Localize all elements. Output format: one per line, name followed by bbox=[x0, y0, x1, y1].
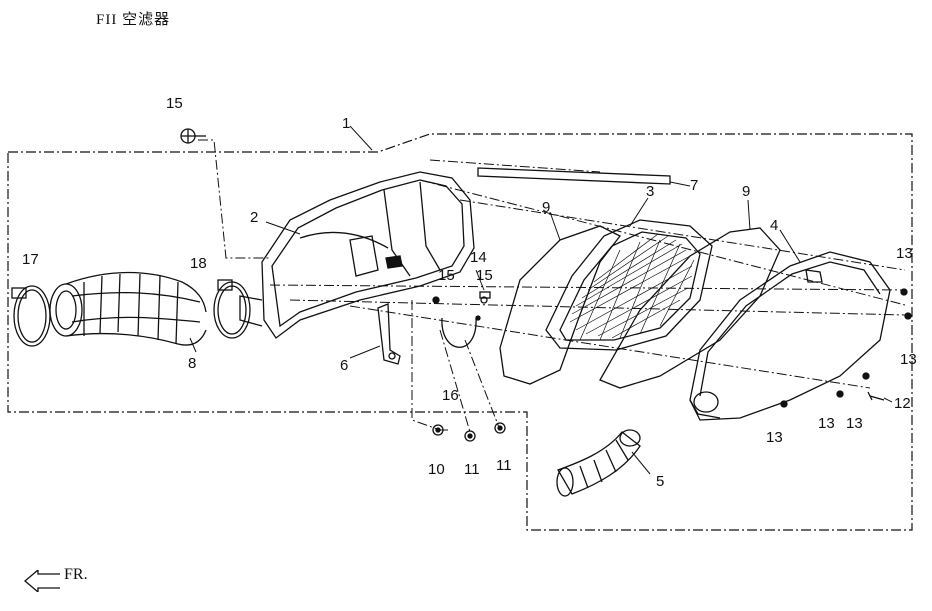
label-part-15-mid-b: 15 bbox=[476, 267, 493, 284]
part-18-hose-clamp bbox=[213, 279, 251, 339]
diagram-title: FII 空滤器 bbox=[96, 12, 171, 28]
label-part-15-top: 15 bbox=[166, 95, 183, 112]
assembly-boundary bbox=[7, 133, 913, 531]
label-part-10: 10 bbox=[428, 461, 445, 478]
part-17-hose-clamp bbox=[11, 285, 51, 347]
label-part-15-mid-a: 15 bbox=[438, 267, 455, 284]
label-part-12: 12 bbox=[894, 395, 911, 412]
part-2-cleaner-case bbox=[239, 171, 475, 339]
label-part-2: 2 bbox=[250, 209, 258, 226]
center-lines bbox=[198, 139, 906, 433]
label-part-13-a: 13 bbox=[896, 245, 913, 262]
small-fasteners bbox=[432, 291, 491, 321]
label-part-13-e: 13 bbox=[846, 415, 863, 432]
label-part-13-c: 13 bbox=[766, 429, 783, 446]
part-5-elbow-duct bbox=[556, 429, 641, 497]
label-part-16: 16 bbox=[442, 387, 459, 404]
label-part-13-b: 13 bbox=[900, 351, 917, 368]
front-direction-label: FR. bbox=[64, 566, 88, 583]
label-part-14: 14 bbox=[470, 249, 487, 266]
label-part-9-right: 9 bbox=[742, 183, 750, 200]
label-part-11-b: 11 bbox=[496, 457, 512, 474]
part-6-bracket bbox=[377, 303, 401, 365]
front-direction-arrow-icon bbox=[24, 570, 60, 592]
label-leaders bbox=[189, 125, 893, 475]
part-15-fitting bbox=[180, 128, 206, 144]
label-part-7: 7 bbox=[690, 177, 698, 194]
label-part-6: 6 bbox=[340, 357, 348, 374]
label-part-1: 1 bbox=[342, 115, 350, 132]
part-7-rod bbox=[477, 167, 671, 185]
part-9-gasket-left bbox=[499, 225, 621, 385]
part-16-u-clip bbox=[441, 317, 477, 348]
label-part-13-d: 13 bbox=[818, 415, 835, 432]
screws-13-12 bbox=[780, 288, 912, 408]
label-part-5: 5 bbox=[656, 473, 664, 490]
label-part-17: 17 bbox=[22, 251, 39, 268]
part-3-filter-element bbox=[545, 219, 713, 351]
part-8-intake-duct bbox=[49, 271, 207, 346]
bolts-10-11 bbox=[432, 422, 506, 442]
label-part-4: 4 bbox=[770, 217, 778, 234]
label-part-8: 8 bbox=[188, 355, 196, 372]
label-part-9-left: 9 bbox=[542, 199, 550, 216]
part-9-gasket-right bbox=[599, 227, 781, 389]
label-part-18: 18 bbox=[190, 255, 207, 272]
label-part-11-a: 11 bbox=[464, 461, 480, 478]
part-4-cover bbox=[689, 251, 891, 421]
label-part-3: 3 bbox=[646, 183, 654, 200]
